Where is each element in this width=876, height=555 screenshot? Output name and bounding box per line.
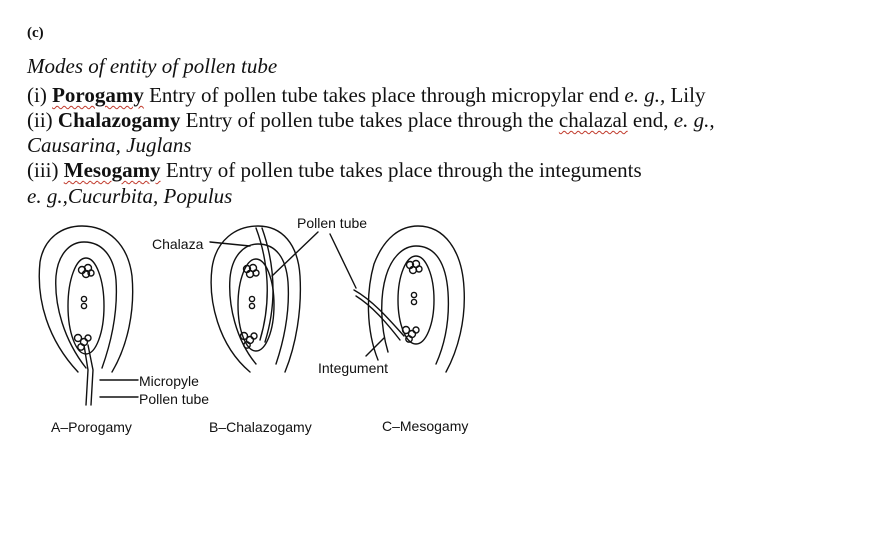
mesogamy-example-line: e. g.,Cucurbita, Populus: [27, 184, 232, 209]
mesogamy-line: (iii) Mesogamy Entry of pollen tube take…: [27, 158, 642, 183]
chalazal-word: chalazal: [558, 108, 628, 132]
section-heading: Modes of entity of pollen tube: [27, 54, 278, 78]
chalazogamy-description-end: end,: [627, 108, 674, 132]
pollen-tube-label-top: Pollen tube: [297, 215, 368, 231]
chalazogamy-examples: Causarina, Juglans: [27, 133, 192, 157]
mesogamy-description: Entry of pollen tube takes place through…: [160, 158, 642, 182]
mesogamy-eg: e. g.,: [27, 184, 68, 208]
mesogamy-number: (iii): [27, 158, 64, 182]
chalazogamy-eg: e. g.,: [673, 108, 715, 132]
porogamy-example: Lily: [665, 83, 706, 107]
mesogamy-term: Mesogamy: [63, 158, 161, 182]
micropyle-label: Micropyle: [139, 373, 199, 389]
porogamy-line: (i) Porogamy Entry of pollen tube takes …: [27, 83, 705, 108]
chalazogamy-description: Entry of pollen tube takes place through…: [180, 108, 559, 132]
chalazogamy-number: (ii): [27, 108, 58, 132]
chalazogamy-line: (ii) Chalazogamy Entry of pollen tube ta…: [27, 108, 715, 133]
part-label: (c): [27, 25, 44, 41]
chalaza-label: Chalaza: [152, 236, 204, 252]
porogamy-description: Entry of pollen tube takes place through…: [143, 83, 625, 107]
ovule-porogamy: [38, 225, 139, 406]
caption-porogamy: A–Porogamy: [51, 419, 132, 435]
caption-chalazogamy: B–Chalazogamy: [209, 419, 312, 435]
integument-label: Integument: [318, 360, 389, 376]
chalazogamy-term: Chalazogamy: [57, 108, 181, 132]
porogamy-number: (i): [27, 83, 53, 107]
porogamy-term: Porogamy: [52, 83, 144, 107]
caption-mesogamy: C–Mesogamy: [382, 418, 469, 434]
ovule-mesogamy: [329, 225, 466, 373]
ovule-chalazogamy: [209, 225, 319, 373]
pollen-tube-label-bottom: Pollen tube: [139, 391, 210, 407]
porogamy-eg: e. g.,: [624, 83, 666, 107]
mesogamy-examples: Cucurbita, Populus: [67, 184, 233, 208]
